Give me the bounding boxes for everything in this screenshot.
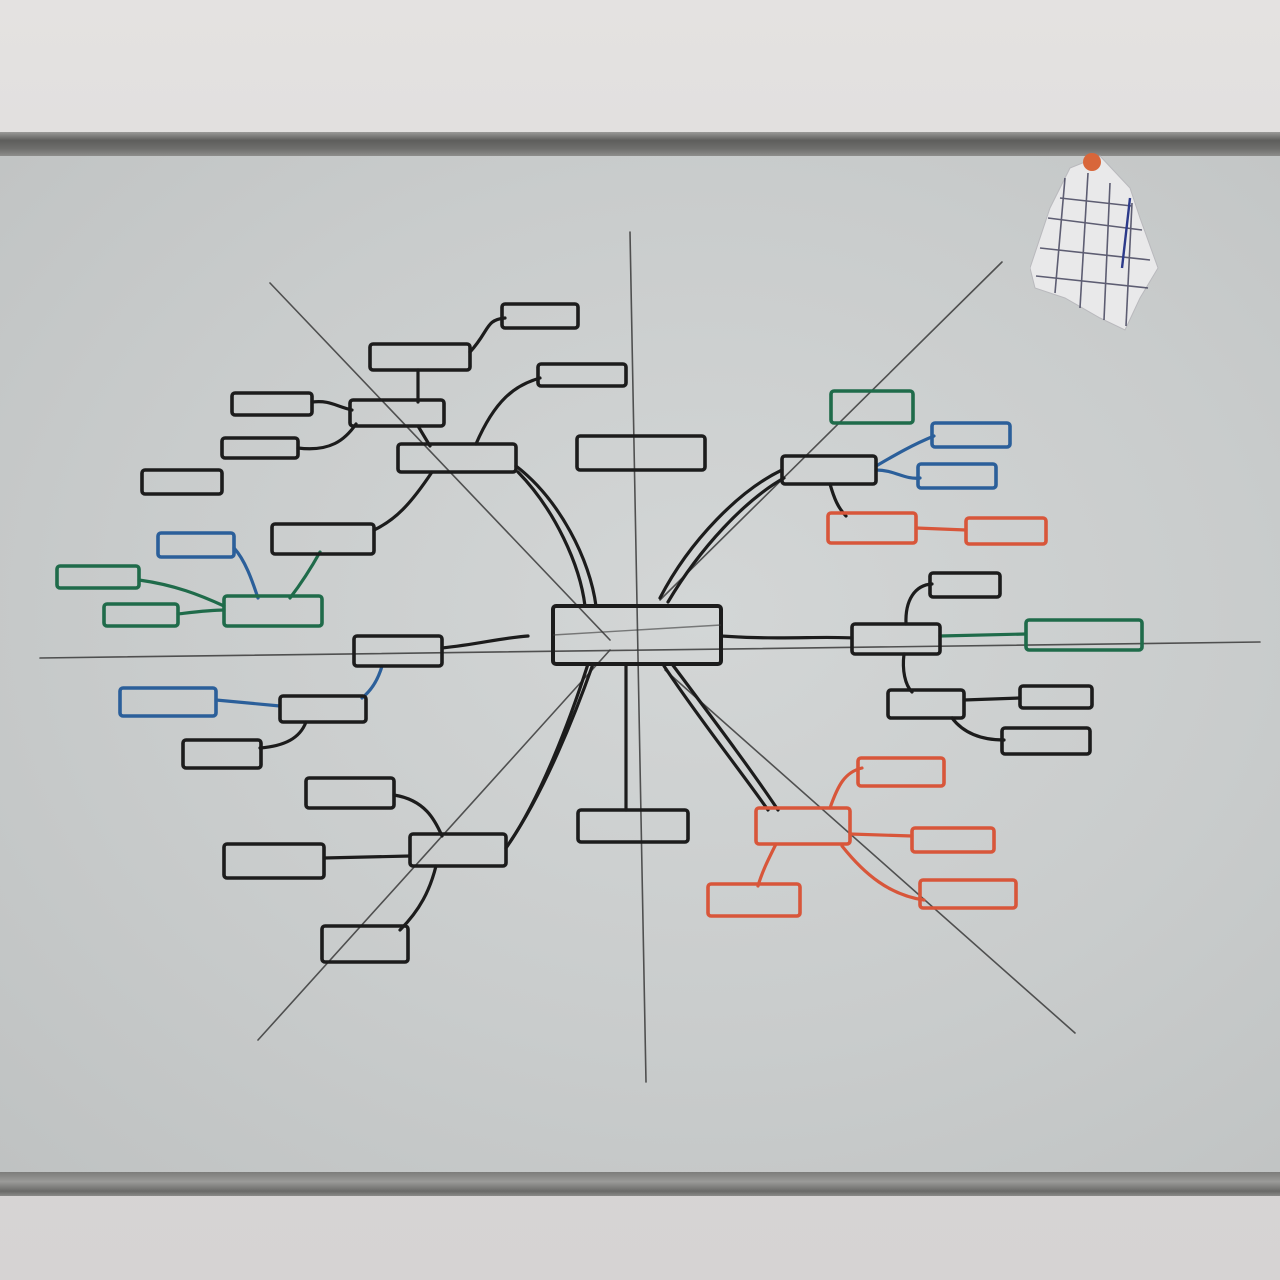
connector-line xyxy=(468,316,507,354)
whiteboard xyxy=(0,132,1280,1196)
mind-map-node xyxy=(536,362,628,388)
mind-map-node xyxy=(964,516,1048,546)
connector-line xyxy=(504,662,590,850)
mind-map-node xyxy=(1018,684,1094,710)
connector-line xyxy=(508,662,595,844)
mind-map-node xyxy=(829,389,915,425)
mind-map-node xyxy=(348,398,446,428)
connector-line xyxy=(322,854,412,860)
connector-line xyxy=(288,550,322,600)
mind-map-node xyxy=(220,436,300,460)
connector-line xyxy=(137,578,226,608)
connector-line xyxy=(516,470,587,608)
connector-line xyxy=(950,716,1006,742)
mind-map-node xyxy=(408,832,508,868)
mind-map-node xyxy=(304,776,396,810)
connector-line xyxy=(962,696,1022,702)
connector-line xyxy=(176,608,226,616)
mind-map-node xyxy=(886,688,966,720)
connector-line xyxy=(840,844,926,902)
connector-line xyxy=(310,400,354,412)
guide-line xyxy=(269,282,611,641)
guide-line xyxy=(629,231,647,1083)
connector-line xyxy=(258,720,308,750)
mind-map-node xyxy=(352,634,444,668)
mind-map-node xyxy=(396,442,518,474)
mind-map-node xyxy=(918,878,1018,910)
central-node xyxy=(551,604,723,666)
connector-line xyxy=(214,698,282,708)
connector-line xyxy=(662,664,770,812)
connector-line xyxy=(658,468,784,600)
mind-map-node xyxy=(1000,726,1092,756)
mind-map-node xyxy=(575,434,707,472)
push-pin-icon xyxy=(1083,153,1101,171)
guide-line xyxy=(664,669,1076,1034)
connector-line xyxy=(756,842,778,888)
connector-line xyxy=(874,468,922,480)
mind-map-node xyxy=(576,808,690,844)
connector-line xyxy=(670,662,780,812)
mind-map-node xyxy=(780,454,878,486)
mind-map-node xyxy=(856,756,946,788)
mind-map-node xyxy=(500,302,580,330)
connector-line xyxy=(440,634,530,650)
guide-lines xyxy=(39,231,1261,1083)
connector-line xyxy=(666,476,786,604)
connector-line xyxy=(232,546,260,600)
guide-line xyxy=(39,641,1261,659)
mind-map-node xyxy=(102,602,180,628)
mind-map-node xyxy=(118,686,218,718)
mind-map-node xyxy=(928,571,1002,599)
connector-line xyxy=(474,376,542,446)
mind-map-node xyxy=(368,342,472,372)
mind-map-node xyxy=(222,842,326,880)
guide-line xyxy=(659,261,1003,601)
connector-line xyxy=(372,470,434,532)
mind-map-node xyxy=(916,462,998,490)
mind-map-node xyxy=(140,468,224,496)
cleaning-cloth xyxy=(1030,153,1159,331)
mind-map-node xyxy=(181,738,263,770)
mind-map-node xyxy=(930,421,1012,449)
mind-map-node xyxy=(230,391,314,417)
mind-map-node xyxy=(278,694,368,724)
connector-line xyxy=(514,464,598,608)
connector-line xyxy=(360,664,384,700)
mind-map-node xyxy=(910,826,996,854)
board-frame-top xyxy=(0,132,1280,156)
mind-map-node xyxy=(826,511,918,545)
connector-line xyxy=(938,632,1028,638)
mind-map-nodes xyxy=(55,302,1144,964)
mind-map-node xyxy=(1024,618,1144,652)
connector-line xyxy=(874,434,936,468)
connector-line xyxy=(901,652,914,694)
connector-line xyxy=(904,582,934,626)
guide-line xyxy=(257,649,611,1041)
mind-map-node xyxy=(850,622,942,656)
mind-map-node xyxy=(320,924,410,964)
central-guide-stroke xyxy=(552,624,722,636)
mind-map-node xyxy=(706,882,802,918)
connector-line xyxy=(296,422,358,451)
mind-map-node xyxy=(270,522,376,556)
connector-line xyxy=(848,832,914,838)
connector-line xyxy=(914,526,968,532)
mind-map-node xyxy=(156,531,236,559)
mind-map-node xyxy=(222,594,324,628)
connector-line xyxy=(392,793,444,838)
mind-map-node xyxy=(754,806,852,846)
board-frame-bottom xyxy=(0,1172,1280,1196)
mind-map-node xyxy=(55,564,141,590)
connector-line xyxy=(719,634,854,640)
